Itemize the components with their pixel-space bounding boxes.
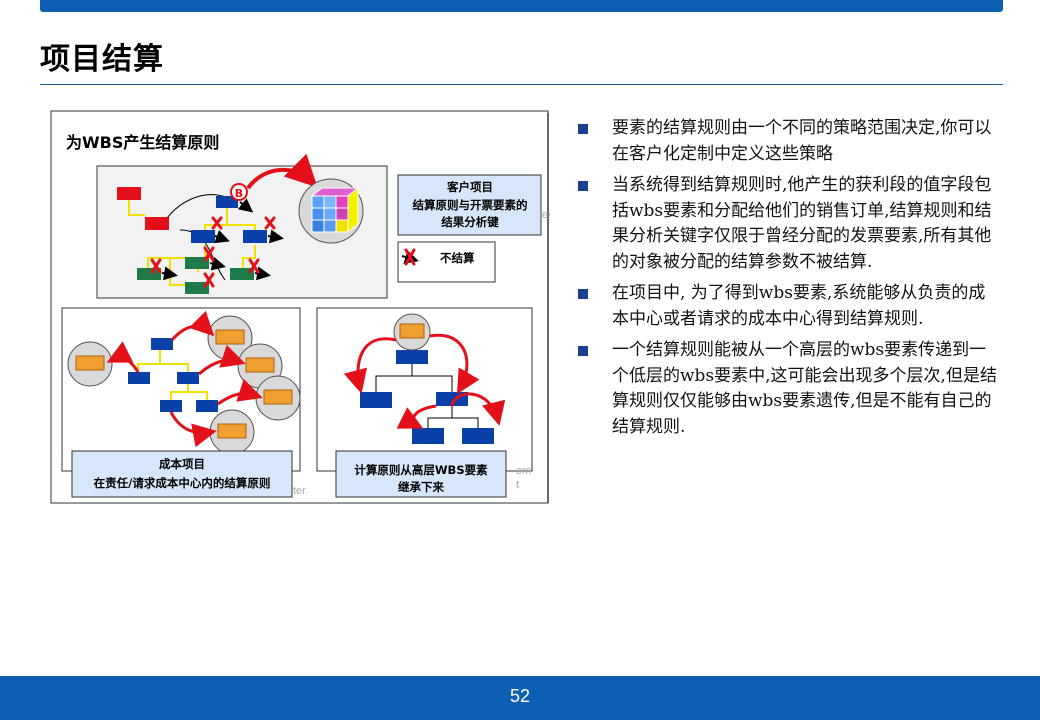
bullet-item: 当系统得到结算规则时,他产生的获利段的值字段包括wbs要素和分配给他们的销售订单… bbox=[578, 173, 998, 275]
svg-text:客户项目: 客户项目 bbox=[446, 180, 493, 194]
wbs-node-red bbox=[117, 187, 141, 200]
cube-cells bbox=[310, 186, 360, 234]
wbs-node-blue bbox=[128, 372, 150, 384]
no-settle-cross-marks bbox=[150, 216, 276, 288]
bullet-square-icon bbox=[578, 289, 588, 299]
wbs-node-blue bbox=[412, 428, 444, 444]
settlement-diagram-svg: 为WBS产生结算原则 bbox=[50, 110, 550, 504]
settle-arrows bbox=[161, 198, 284, 281]
page-title: 项目结算 bbox=[40, 42, 164, 77]
svg-text:结算原则与开票要素的: 结算原则与开票要素的 bbox=[412, 198, 528, 212]
svg-text:计算原则从高层WBS要素: 计算原则从高层WBS要素 bbox=[354, 463, 488, 477]
svg-text:结果分析键: 结果分析键 bbox=[440, 215, 499, 229]
svg-text:在责任/请求成本中心内的结算原则: 在责任/请求成本中心内的结算原则 bbox=[94, 476, 271, 490]
bullet-item: 在项目中, 为了得到wbs要素,系统能够从负责的成本中心或者请求的成本中心得到结… bbox=[578, 281, 998, 332]
svg-text:om: om bbox=[516, 465, 531, 477]
svg-text:不结算: 不结算 bbox=[440, 251, 475, 265]
diagram-heading: 为WBS产生结算原则 bbox=[66, 133, 219, 152]
billing-badge bbox=[230, 183, 248, 201]
settlement-diagram: 为WBS产生结算原则 bbox=[50, 110, 550, 505]
wbs-node-blue bbox=[196, 400, 218, 412]
wbs-node-blue bbox=[243, 230, 267, 243]
svg-text:eys: eys bbox=[542, 209, 550, 221]
wbs-node-green bbox=[137, 268, 161, 280]
bullet-square-icon bbox=[578, 346, 588, 356]
wbs-node-blue bbox=[151, 338, 173, 350]
bullet-item: 一个结算规则能被从一个高层的wbs要素传递到一个低层的wbs要素中,这可能会出现… bbox=[578, 338, 998, 440]
svg-text:t: t bbox=[516, 479, 519, 491]
bullet-item: 要素的结算规则由一个不同的策略范围决定,你可以在客户化定制中定义这些策略 bbox=[578, 116, 998, 167]
svg-text:ter: ter bbox=[293, 485, 306, 497]
bullet-square-icon bbox=[578, 181, 588, 191]
cost-project-caption bbox=[71, 450, 293, 498]
inherit-arrows bbox=[343, 333, 506, 429]
wbs-node-green bbox=[185, 282, 209, 294]
footer-bar bbox=[0, 676, 1040, 720]
bullet-square-icon bbox=[578, 124, 588, 134]
title-divider bbox=[40, 84, 1003, 85]
wbs-node-red bbox=[145, 217, 169, 230]
svg-text:B: B bbox=[235, 187, 243, 200]
wbs-node-blue bbox=[360, 392, 392, 408]
bullet-list: 要素的结算规则由一个不同的策略范围决定,你可以在客户化定制中定义这些策略 当系统… bbox=[578, 116, 998, 446]
svg-text:继承下来: 继承下来 bbox=[398, 480, 444, 494]
wbs-node-green bbox=[185, 257, 209, 269]
page-number: 52 bbox=[509, 686, 531, 706]
top-accent-bar bbox=[40, 0, 1003, 12]
wbs-node-blue bbox=[216, 196, 238, 208]
cost-settle-arrows bbox=[106, 310, 263, 448]
customer-project-legend bbox=[397, 174, 542, 236]
wbs-node-blue bbox=[462, 428, 494, 444]
wbs-node-blue bbox=[160, 400, 182, 412]
wbs-node-blue bbox=[396, 350, 428, 364]
settle-to-segment-arrow bbox=[246, 153, 318, 190]
cross-icon bbox=[404, 248, 416, 266]
wbs-node-blue bbox=[177, 372, 199, 384]
svg-text:成本项目: 成本项目 bbox=[159, 457, 205, 471]
wbs-node-blue bbox=[191, 230, 215, 243]
cost-center-icons bbox=[67, 315, 301, 455]
wbs-node-green bbox=[230, 268, 254, 280]
inheritance-caption bbox=[335, 450, 507, 498]
